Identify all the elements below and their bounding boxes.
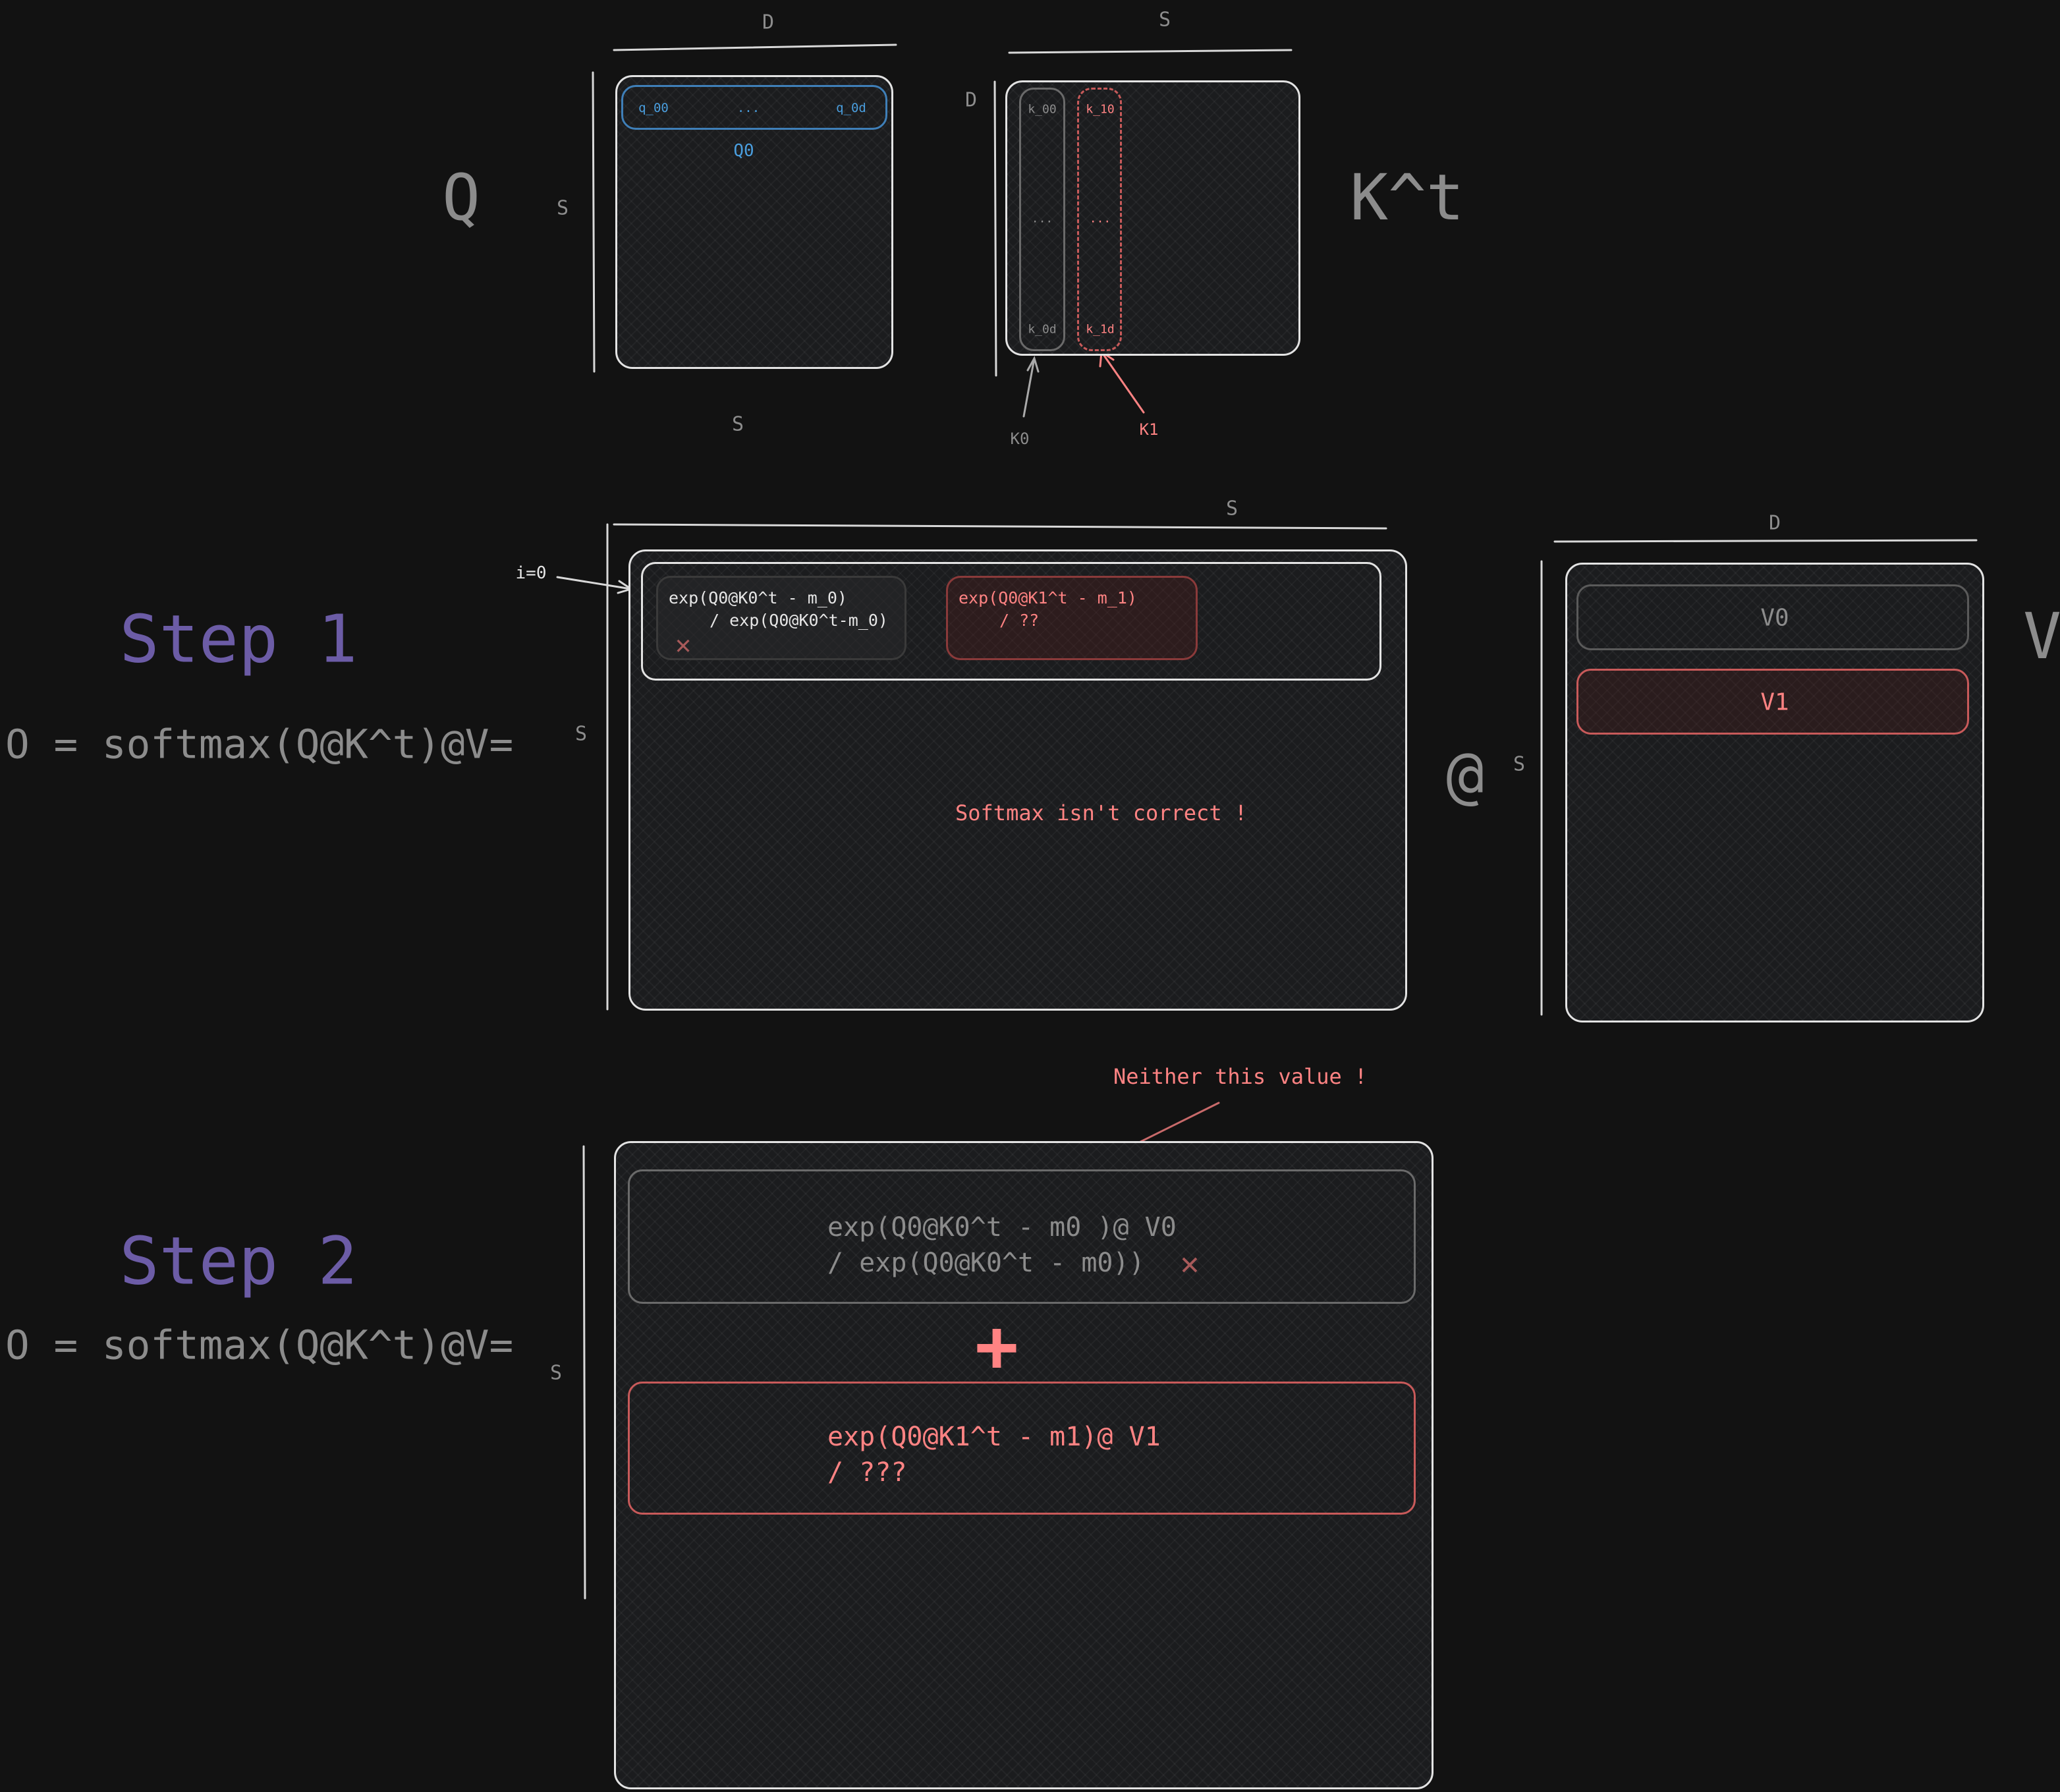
k-matrix-label: K^t <box>1350 161 1464 235</box>
k0-pointer-label: K0 <box>1010 430 1030 448</box>
v0-row: V0 <box>1576 584 1969 650</box>
plus-icon: + <box>974 1304 1019 1388</box>
step2-title: Step 2 <box>119 1222 358 1300</box>
step2-formula: O = softmax(Q@K^t)@V= <box>5 1322 514 1369</box>
output-matrix: exp(Q0@K0^t - m0 )@ V0 / exp(Q0@K0^t - m… <box>614 1141 1434 1789</box>
attention-score-matrix: exp(Q0@K0^t - m_0) / exp(Q0@K0^t-m_0) ✕ … <box>628 549 1407 1011</box>
s1-dim-left-label: S <box>574 722 588 746</box>
k-cell: k_10 <box>1086 102 1115 117</box>
q-matrix-label: Q <box>442 161 480 235</box>
v-matrix-label: V <box>2023 600 2060 673</box>
s2-dim-left-label: S <box>549 1361 563 1385</box>
k-cell: k_1d <box>1086 322 1115 337</box>
neither-annotation: Neither this value ! <box>1113 1064 1368 1089</box>
cell-q0-k0-line2: / exp(Q0@K0^t-m_0) <box>710 611 888 630</box>
cell-q0-k1-line2: / ?? <box>999 611 1040 630</box>
cell-q0-k0: exp(Q0@K0^t - m_0) / exp(Q0@K0^t-m_0) ✕ <box>656 576 906 660</box>
v-dim-top-label: D <box>1768 511 1781 535</box>
k1-pointer-label: K1 <box>1139 420 1159 439</box>
q-matrix: q_00 ... q_0d Q0 <box>615 75 893 369</box>
term-1-line1: exp(Q0@K1^t - m1)@ V1 <box>827 1422 1161 1452</box>
v-dim-top-line <box>1553 539 1978 543</box>
matmul-operator: @ <box>1446 738 1484 812</box>
cell-q0-k1-line1: exp(Q0@K1^t - m_1) <box>959 588 1137 607</box>
k0-pointer-arrow <box>1022 357 1036 418</box>
v-dim-left-label: S <box>1513 752 1526 776</box>
q-dim-bottom-label: S <box>731 412 744 436</box>
term-1-line2: / ??? <box>827 1457 907 1488</box>
cell-q0-k0-line1: exp(Q0@K0^t - m_0) <box>669 588 847 607</box>
term-1: exp(Q0@K1^t - m1)@ V1 / ??? <box>628 1382 1416 1515</box>
s2-dim-left-line <box>582 1145 586 1600</box>
k-transpose-matrix: k_00 ... k_0d k_10 ... k_1d <box>1005 80 1300 356</box>
term-0: exp(Q0@K0^t - m0 )@ V0 / exp(Q0@K0^t - m… <box>628 1169 1416 1304</box>
step1-title: Step 1 <box>119 600 358 678</box>
k1-column: k_10 ... k_1d <box>1077 88 1122 351</box>
v1-label: V1 <box>1760 688 1789 716</box>
q-cell: ... <box>737 101 760 115</box>
i0-arrow <box>556 576 632 590</box>
q-cell: q_00 <box>638 101 669 115</box>
k-cell: k_0d <box>1028 322 1057 337</box>
k-cell: k_00 <box>1028 102 1057 117</box>
incorrect-x-icon: ✕ <box>1180 1245 1200 1282</box>
term-0-line1: exp(Q0@K0^t - m0 )@ V0 <box>827 1212 1177 1243</box>
q-cell: q_0d <box>836 101 866 115</box>
k-dim-top-label: S <box>1158 8 1171 32</box>
k-dim-left-label: D <box>964 88 978 112</box>
k-dim-top-line <box>1008 49 1293 54</box>
q-dim-top-label: D <box>762 11 775 34</box>
s1-dim-top-line <box>613 523 1387 530</box>
v1-row: V1 <box>1576 669 1969 735</box>
softmax-annotation: Softmax isn't correct ! <box>955 800 1248 826</box>
k-cell: ... <box>1031 211 1053 226</box>
s1-dim-top-label: S <box>1225 497 1239 520</box>
q0-row: q_00 ... q_0d <box>621 85 887 130</box>
step1-formula: O = softmax(Q@K^t)@V= <box>5 721 514 768</box>
v-matrix: V0 V1 <box>1565 563 1984 1022</box>
row-index-label: i=0 <box>515 563 547 583</box>
q0-label: Q0 <box>733 141 754 161</box>
v0-label: V0 <box>1760 604 1789 632</box>
k0-column: k_00 ... k_0d <box>1019 88 1065 351</box>
q-dim-left-line <box>592 71 596 373</box>
term-0-line2: / exp(Q0@K0^t - m0)) <box>827 1248 1145 1278</box>
q-dim-top-line <box>613 43 897 51</box>
k-cell: ... <box>1089 211 1111 226</box>
k1-pointer-arrow <box>1100 350 1145 414</box>
k-dim-left-line <box>993 80 997 377</box>
incorrect-x-icon: ✕ <box>675 630 692 660</box>
q-dim-left-label: S <box>556 196 569 220</box>
cell-q0-k1: exp(Q0@K1^t - m_1) / ?? <box>946 576 1198 660</box>
row-0: exp(Q0@K0^t - m_0) / exp(Q0@K0^t-m_0) ✕ … <box>641 562 1381 681</box>
